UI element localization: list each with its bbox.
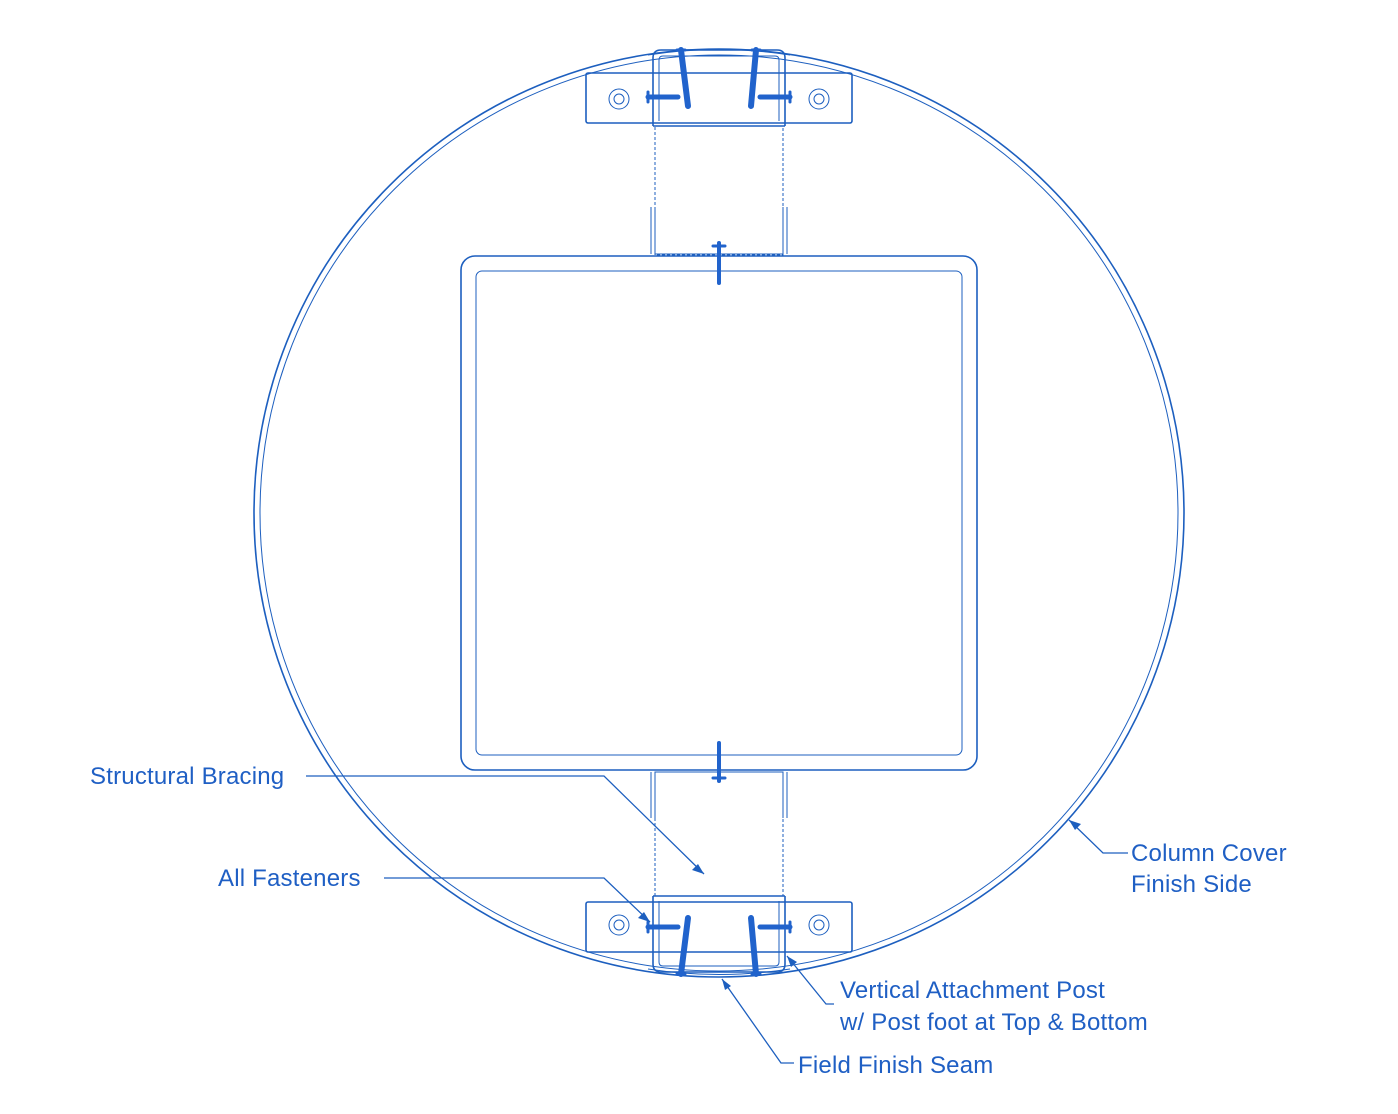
leader-structural-bracing <box>306 775 705 875</box>
screw-bottom-left <box>675 915 691 977</box>
column-cover-shell <box>253 48 1185 978</box>
label-column-cover-line2: Finish Side <box>1131 871 1252 898</box>
field-finish-seam-bottom <box>647 968 791 975</box>
bolt-hole-top-right <box>808 88 830 110</box>
steel-column <box>460 255 978 771</box>
screw-column-bottom <box>711 741 727 783</box>
label-column-cover-line1: Column Cover <box>1131 840 1287 867</box>
bolt-hole-top-left <box>608 88 630 110</box>
leader-field-finish-seam <box>721 978 794 1064</box>
fasteners <box>645 47 793 977</box>
structural-bracing-top <box>650 125 788 256</box>
field-finish-seam-top <box>647 49 791 56</box>
screw-column-top <box>711 241 727 285</box>
label-vertical-post-line2: w/ Post foot at Top & Bottom <box>839 1009 1148 1036</box>
label-vertical-post-line1: Vertical Attachment Post <box>840 977 1105 1004</box>
screw-top-horizontal-right <box>757 90 793 104</box>
vertical-attachment-post-bottom <box>585 895 853 973</box>
leader-vertical-post <box>786 955 834 1005</box>
screw-top-left <box>675 47 691 109</box>
bolt-hole-bottom-right <box>808 914 830 936</box>
leader-column-cover <box>1068 819 1128 854</box>
label-all-fasteners: All Fasteners <box>218 865 361 892</box>
screw-top-right <box>748 47 762 109</box>
label-field-finish-seam: Field Finish Seam <box>798 1052 993 1079</box>
screw-top-horizontal-left <box>645 90 681 104</box>
leader-all-fasteners <box>384 877 651 923</box>
vertical-attachment-post-top <box>585 49 853 127</box>
screw-bottom-right <box>748 915 762 977</box>
structural-bracing-bottom <box>650 771 788 897</box>
label-structural-bracing: Structural Bracing <box>90 763 284 790</box>
screw-bottom-horizontal-right <box>757 920 793 934</box>
screw-bottom-horizontal-left <box>645 920 681 934</box>
bolt-hole-bottom-left <box>608 914 630 936</box>
